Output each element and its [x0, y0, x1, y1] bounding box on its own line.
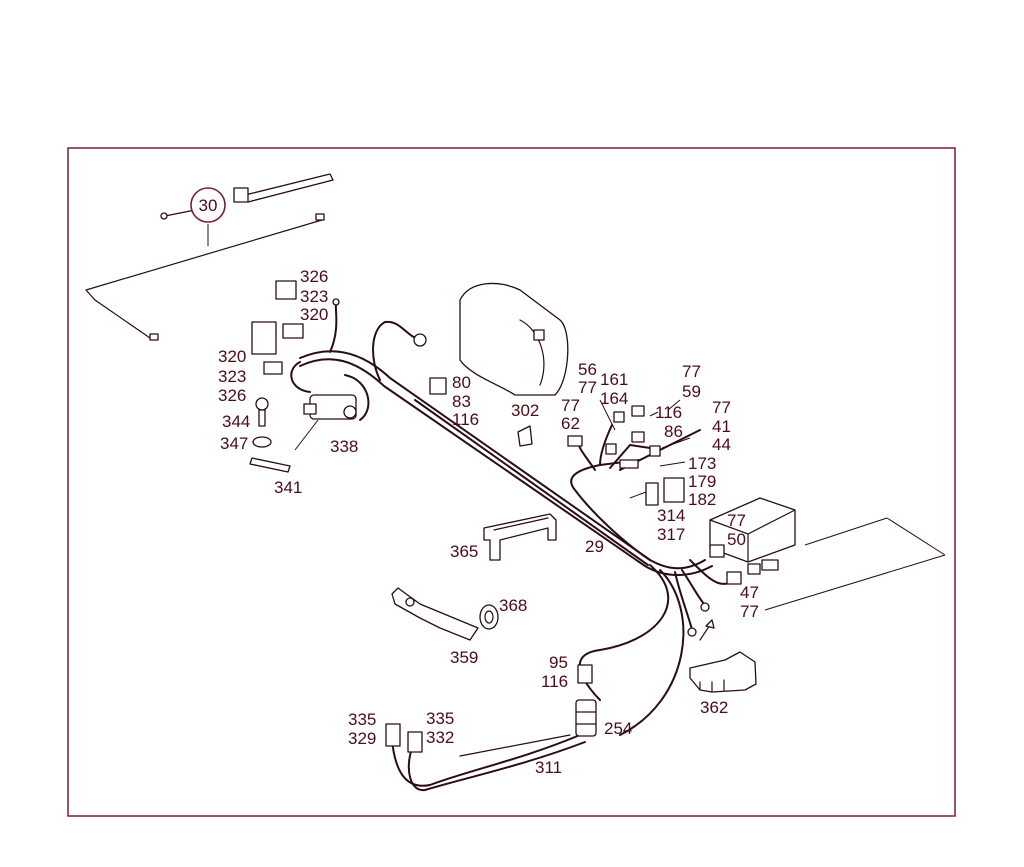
label-320: 320 — [218, 347, 246, 366]
label-77: 77 — [682, 362, 701, 381]
label-365: 365 — [450, 542, 478, 561]
label-95: 95 — [549, 653, 568, 672]
label-254: 254 — [604, 719, 632, 738]
label-317: 317 — [657, 525, 685, 544]
callout-30-text: 30 — [199, 196, 218, 215]
label-116: 116 — [541, 672, 568, 691]
label-59: 59 — [682, 382, 701, 401]
label-83: 83 — [452, 392, 471, 411]
label-368: 368 — [499, 596, 527, 615]
label-77: 77 — [740, 602, 759, 621]
part-labels: 326 323 320 320 323 326 344 347 341 338 … — [218, 267, 759, 777]
label-335: 335 — [426, 709, 454, 728]
label-335: 335 — [348, 710, 376, 729]
label-116: 116 — [655, 403, 682, 422]
label-86: 86 — [664, 422, 683, 441]
label-182: 182 — [688, 490, 716, 509]
label-326: 326 — [300, 267, 328, 286]
leader-lines — [599, 399, 691, 499]
label-77: 77 — [578, 378, 597, 397]
label-359: 359 — [450, 648, 478, 667]
label-341: 341 — [274, 478, 302, 497]
label-44: 44 — [712, 435, 731, 454]
label-329: 329 — [348, 729, 376, 748]
label-77: 77 — [561, 396, 580, 415]
diagram-frame — [67, 147, 956, 817]
label-362: 362 — [700, 698, 728, 717]
label-77: 77 — [727, 511, 746, 530]
cable-30 — [85, 173, 334, 341]
label-326: 326 — [218, 386, 246, 405]
label-332: 332 — [426, 728, 454, 747]
label-323: 323 — [300, 287, 328, 306]
label-320: 320 — [300, 305, 328, 324]
label-179: 179 — [688, 472, 716, 491]
callout-30: 30 — [190, 187, 226, 223]
label-41: 41 — [712, 417, 731, 436]
label-80: 80 — [452, 373, 471, 392]
label-77: 77 — [712, 398, 731, 417]
label-47: 47 — [740, 583, 759, 602]
label-314: 314 — [657, 506, 685, 525]
label-116: 116 — [452, 410, 479, 429]
parts — [249, 280, 946, 753]
label-29: 29 — [585, 537, 604, 556]
label-56: 56 — [578, 360, 597, 379]
label-62: 62 — [561, 414, 580, 433]
label-161: 161 — [600, 370, 628, 389]
label-338: 338 — [330, 437, 358, 456]
label-302: 302 — [511, 401, 539, 420]
label-173: 173 — [688, 454, 716, 473]
label-347: 347 — [220, 434, 248, 453]
label-344: 344 — [222, 412, 250, 431]
label-323: 323 — [218, 367, 246, 386]
label-164: 164 — [600, 389, 628, 408]
label-311: 311 — [535, 758, 562, 777]
label-50: 50 — [727, 530, 746, 549]
